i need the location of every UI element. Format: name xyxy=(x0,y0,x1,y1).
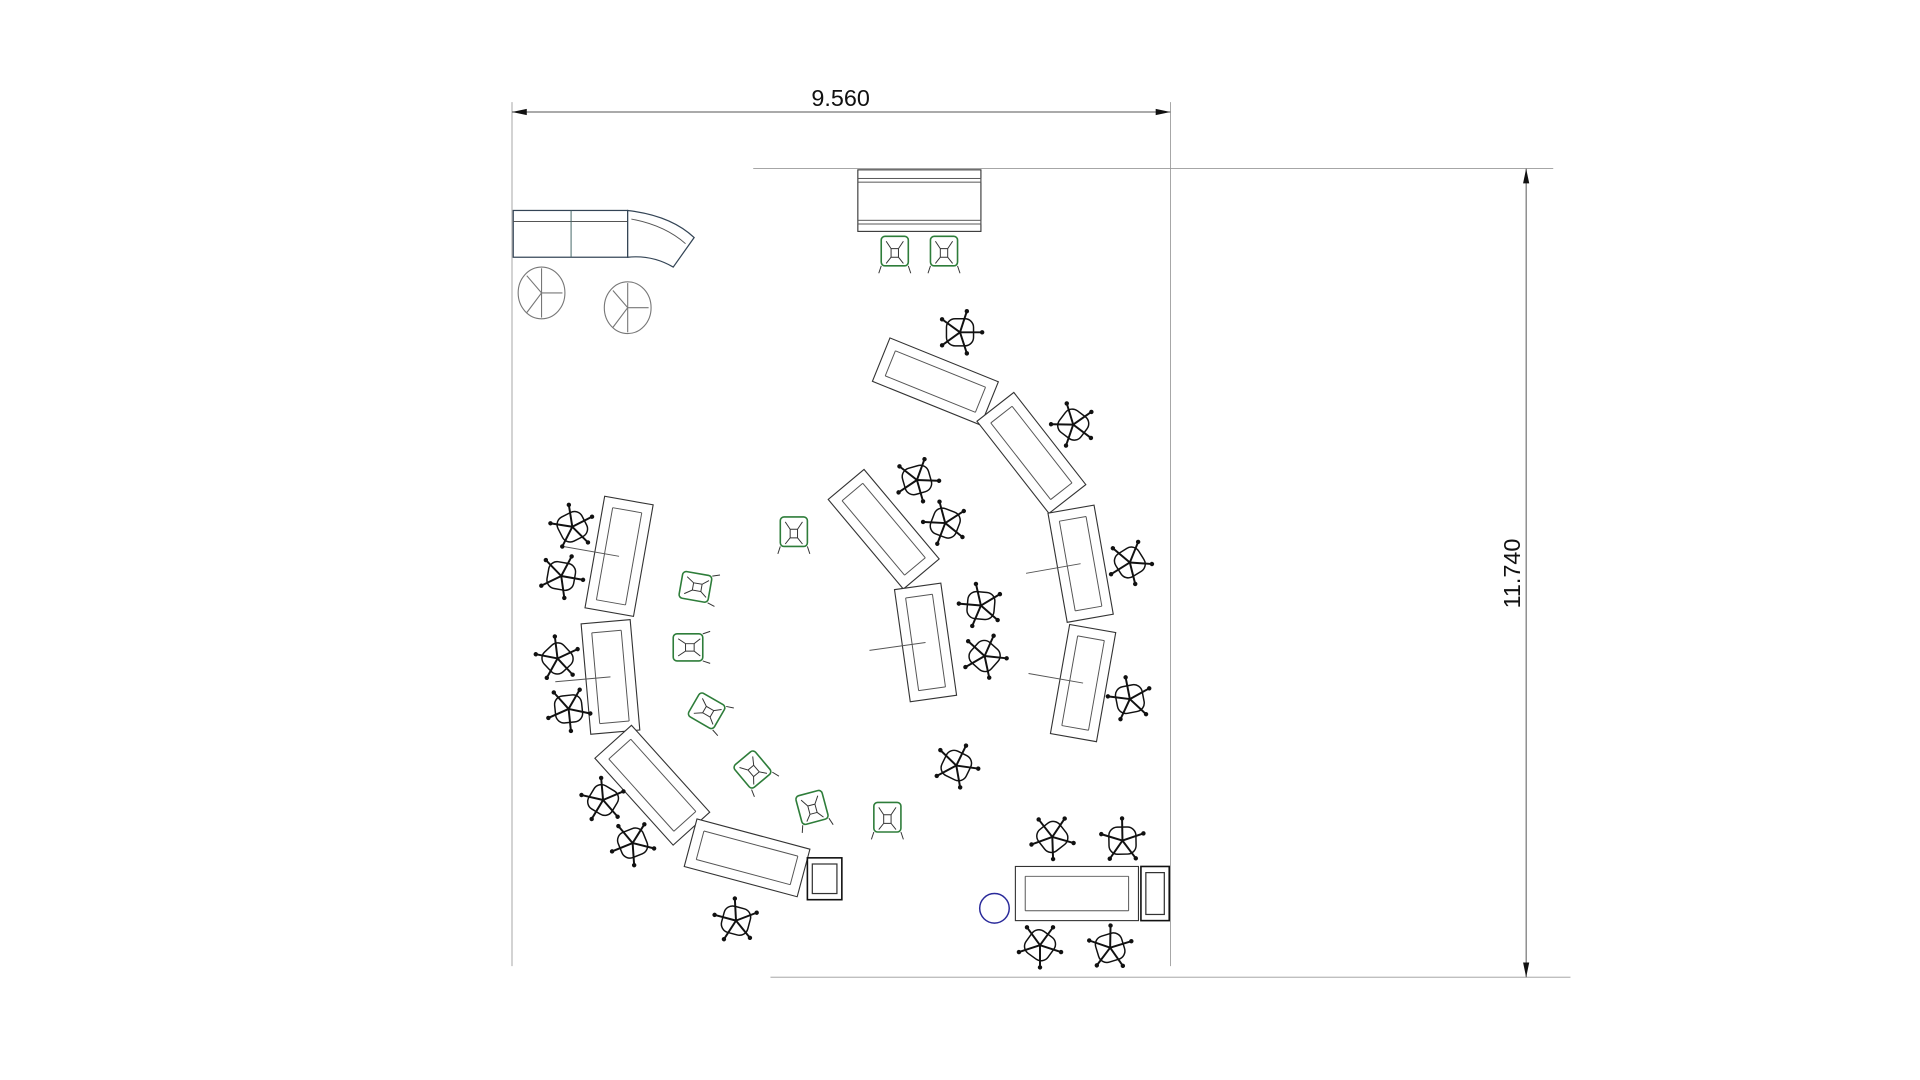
office-chair-icon xyxy=(533,634,580,681)
office-chair-icon xyxy=(956,581,1003,629)
office-chair-icon xyxy=(1086,923,1134,969)
office-chair-icon xyxy=(579,775,626,822)
desk xyxy=(563,495,654,617)
office-chair-icon xyxy=(963,633,1009,680)
office-chair-icon xyxy=(548,502,595,549)
arrowhead-icon xyxy=(1523,962,1530,978)
desk xyxy=(827,468,940,590)
office-chair-icon xyxy=(934,743,981,790)
office-chair-icon xyxy=(609,822,657,868)
visitor-chair-icon xyxy=(672,630,711,664)
desk xyxy=(1028,623,1117,743)
office-chair-icon xyxy=(939,309,985,356)
desk xyxy=(1014,865,1140,922)
lounge-chair-icon xyxy=(517,266,566,320)
reception-sofa xyxy=(512,209,695,268)
visitor-chair-icon xyxy=(878,235,912,274)
arrowhead-icon xyxy=(512,108,527,116)
office-chair-icon xyxy=(712,896,759,942)
visitor-chair-icon xyxy=(795,789,834,833)
office-chair-icon xyxy=(546,687,593,734)
top-counter xyxy=(857,169,982,232)
visitor-chair-icon xyxy=(927,235,961,274)
lounge-chair-icon xyxy=(603,281,652,335)
office-chair-icon xyxy=(1016,925,1064,970)
plant-pot xyxy=(978,892,1010,924)
desk xyxy=(594,724,711,846)
office-chair-icon xyxy=(1048,401,1094,448)
office-chair-icon xyxy=(1099,816,1146,861)
office-chair-icon xyxy=(539,554,586,601)
desk xyxy=(976,391,1087,515)
height-dimension-label: 11.740 xyxy=(1499,539,1525,609)
desk xyxy=(555,619,641,735)
office-chair-icon xyxy=(920,499,967,546)
visitor-chair-icon xyxy=(687,692,734,737)
desk xyxy=(871,337,1000,426)
office-chair-icon xyxy=(1029,816,1076,862)
furniture-layer xyxy=(517,235,1171,970)
arrowhead-icon xyxy=(1523,168,1530,184)
desk xyxy=(869,582,958,703)
desk xyxy=(683,818,811,898)
visitor-chair-icon xyxy=(777,516,811,555)
cabinet xyxy=(806,857,843,901)
cabinet xyxy=(1140,865,1171,922)
visitor-chair-icon xyxy=(678,570,721,607)
arrowhead-icon xyxy=(1155,108,1171,116)
visitor-chair-icon xyxy=(870,801,904,840)
desk xyxy=(1025,504,1114,623)
dimension-lines: 9.560 11.740 xyxy=(511,85,1571,978)
office-chair-icon xyxy=(1105,675,1152,722)
office-chair-icon xyxy=(896,456,942,504)
visitor-chair-icon xyxy=(733,750,780,797)
width-dimension-label: 9.560 xyxy=(811,85,870,111)
office-chair-icon xyxy=(1108,539,1155,587)
